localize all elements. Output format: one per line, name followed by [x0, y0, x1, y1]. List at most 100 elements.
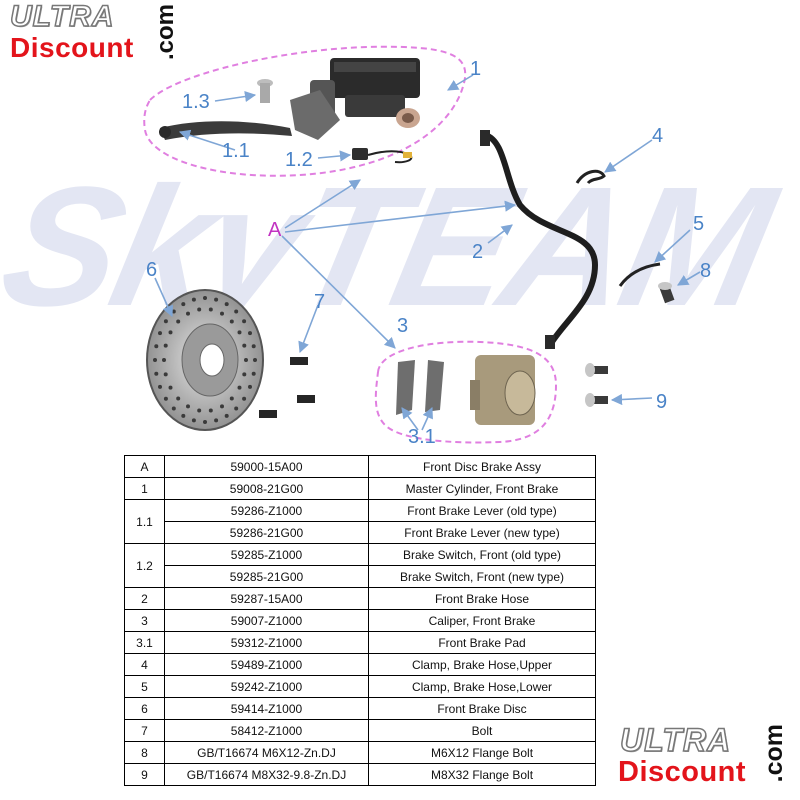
- cell-ref: 7: [124, 719, 165, 742]
- disc-hole: [191, 418, 196, 423]
- brand-word-discount: Discount: [10, 32, 134, 63]
- cell-description: Brake Switch, Front (new type): [368, 565, 596, 588]
- cell-description: Front Brake Pad: [368, 631, 596, 654]
- disc-hole: [248, 331, 252, 336]
- cell-ref: 3.1: [124, 631, 165, 654]
- hose-clamp-upper-icon: [575, 169, 606, 185]
- disc-hole: [186, 404, 190, 409]
- disc-hole: [171, 406, 176, 411]
- disc-hole: [242, 396, 247, 401]
- disc-hole: [176, 396, 181, 401]
- disc-hole: [176, 319, 181, 324]
- disc-hole: [168, 330, 173, 335]
- cell-ref: 5: [124, 675, 165, 698]
- cell-description: M6X12 Flange Bolt: [368, 741, 596, 764]
- disc-hole: [237, 330, 242, 335]
- cell-part-number: GB/T16674 M8X32-9.8-Zn.DJ: [164, 763, 369, 786]
- cell-part-number: 59007-Z1000: [164, 609, 369, 632]
- disc-hole: [203, 420, 207, 424]
- disc-hole: [181, 413, 186, 418]
- disc-hole: [163, 396, 168, 401]
- brake-switch-icon: [352, 148, 413, 164]
- cell-ref: 9: [124, 763, 165, 786]
- watermark-text: SkyTEAM: [0, 152, 792, 342]
- disc-hole: [163, 319, 168, 324]
- cell-part-number: GB/T16674 M6X12-Zn.DJ: [164, 741, 369, 764]
- hose-fitting-bottom-icon: [545, 335, 555, 349]
- cell-ref: 3: [124, 609, 165, 632]
- bolt-icon: [259, 357, 315, 418]
- disc-hole: [242, 343, 247, 348]
- cell-ref: 2: [124, 587, 165, 610]
- disc-hole: [253, 358, 257, 362]
- cell-description: Brake Switch, Front (old type): [368, 543, 596, 566]
- callout-7: 7: [314, 291, 325, 313]
- cell-part-number: 59000-15A00: [164, 455, 369, 478]
- disc-hole: [154, 344, 159, 349]
- callout-1-3: 1.3: [182, 91, 210, 113]
- brake-disc-icon: [146, 289, 264, 431]
- disc-hole: [248, 384, 252, 389]
- cell-part-number: 59242-Z1000: [164, 675, 369, 698]
- cell-description: M8X32 Flange Bolt: [368, 763, 596, 786]
- cell-description: Clamp, Brake Hose,Lower: [368, 675, 596, 698]
- cell-part-number: 59285-Z1000: [164, 543, 369, 566]
- callout-6: 6: [146, 259, 157, 281]
- callout-5: 5: [693, 213, 704, 235]
- callout-1-1: 1.1: [222, 140, 250, 162]
- cell-ref: 1.2: [124, 543, 165, 588]
- brake-disc-holes: [153, 296, 257, 424]
- disc-hole: [220, 311, 224, 316]
- cell-description: Front Brake Disc: [368, 697, 596, 720]
- disc-hole: [234, 406, 239, 411]
- cell-description: Front Brake Lever (new type): [368, 521, 596, 544]
- hose-fitting-top-icon: [480, 130, 490, 146]
- disc-hole: [163, 343, 168, 348]
- disc-hole: [214, 418, 219, 423]
- cell-part-number: 59312-Z1000: [164, 631, 369, 654]
- disc-hole: [224, 302, 229, 307]
- disc-hole: [153, 358, 157, 362]
- disc-hole: [229, 396, 234, 401]
- brake-lever-icon: [159, 121, 292, 140]
- cell-description: Front Brake Hose: [368, 587, 596, 610]
- caliper-icon: [470, 355, 536, 425]
- disc-hole: [242, 319, 247, 324]
- callout-arrows: [154, 74, 701, 431]
- cell-part-number: 59285-21G00: [164, 565, 369, 588]
- disc-hole: [181, 302, 186, 307]
- disc-hole: [208, 408, 213, 413]
- flange-bolt-m6-icon: [658, 282, 675, 304]
- cell-part-number: 59286-Z1000: [164, 499, 369, 522]
- cell-part-number: 59414-Z1000: [164, 697, 369, 720]
- cell-part-number: 59489-Z1000: [164, 653, 369, 676]
- disc-hole: [214, 297, 219, 302]
- cell-description: Caliper, Front Brake: [368, 609, 596, 632]
- cell-ref: 6: [124, 697, 165, 720]
- callout-1: 1: [470, 58, 481, 80]
- pivot-bolt-icon: [257, 79, 273, 103]
- disc-hole: [244, 358, 248, 362]
- disc-hole: [171, 309, 176, 314]
- brake-pads-icon: [396, 360, 444, 415]
- disc-hole: [229, 319, 234, 324]
- disc-hole: [158, 384, 162, 389]
- cell-part-number: 59286-21G00: [164, 521, 369, 544]
- group-3-outline: [374, 340, 558, 444]
- disc-hole: [197, 408, 202, 413]
- disc-hole: [224, 413, 229, 418]
- callout-3-1: 3.1: [408, 426, 436, 448]
- disc-hole: [162, 358, 166, 362]
